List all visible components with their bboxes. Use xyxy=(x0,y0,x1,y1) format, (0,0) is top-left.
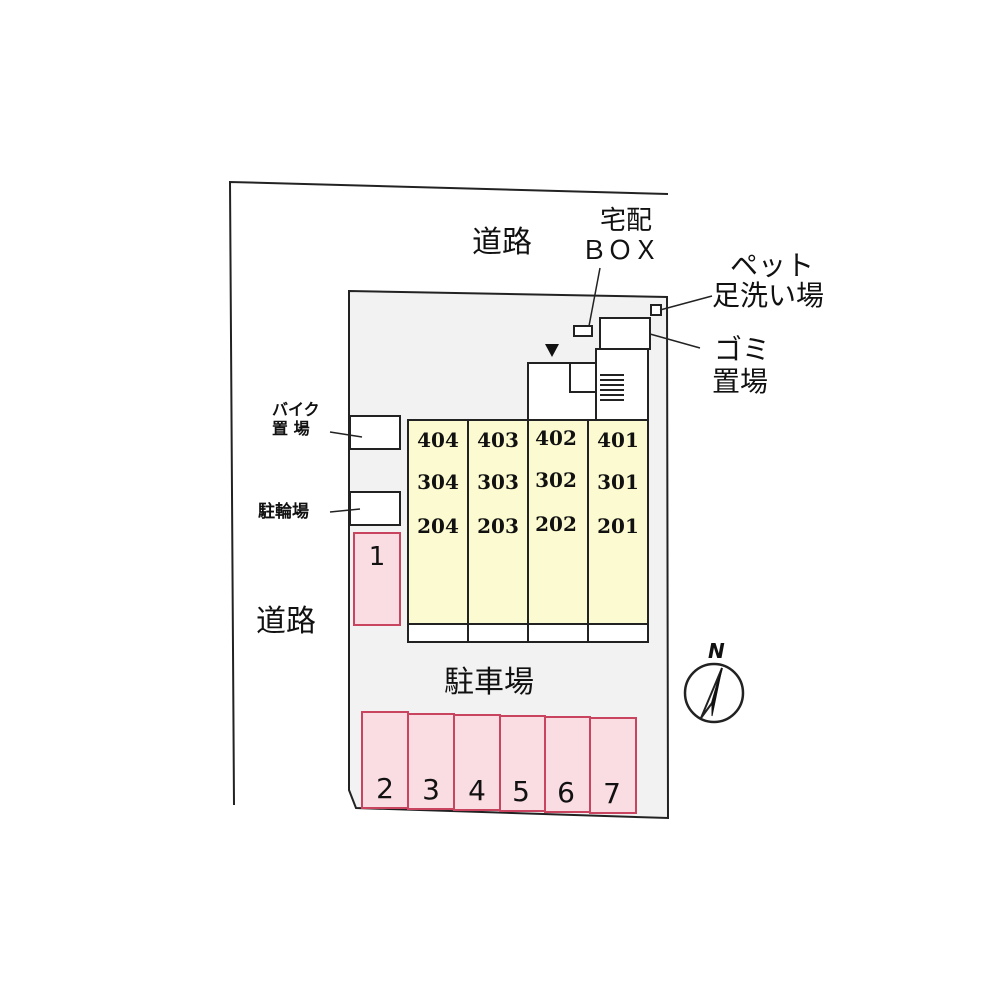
delivery-box xyxy=(573,325,593,337)
parking-number-3: 3 xyxy=(422,773,440,806)
motorbike-parking-label: バイク 置 場 xyxy=(272,402,320,437)
stair-steps xyxy=(600,374,624,401)
garbage-label-line1: ゴミ xyxy=(714,333,771,366)
compass-icon xyxy=(683,662,745,724)
motorbike-label-line2: 置 場 xyxy=(272,419,310,438)
parking-space-7 xyxy=(589,717,637,814)
bicycle-leader-line xyxy=(329,508,361,513)
parking-space-2 xyxy=(361,711,409,809)
bicycle-parking-label: 駐輪場 xyxy=(258,502,309,522)
room-203: 203 xyxy=(477,514,519,538)
road-label-top: 道路 xyxy=(472,225,532,260)
motorbike-leader-line xyxy=(329,431,363,438)
pet-wash-label: ペット 足洗い場 xyxy=(712,252,824,310)
entrance-inner xyxy=(569,362,597,393)
parking-number-1: 1 xyxy=(368,542,386,572)
north-label: N xyxy=(708,639,725,663)
motorbike-parking-box xyxy=(349,415,401,450)
room-301: 301 xyxy=(597,470,639,494)
parking-number-2: 2 xyxy=(376,772,394,805)
room-303: 303 xyxy=(477,470,519,494)
parking-space-1 xyxy=(353,532,401,626)
parking-number-7: 7 xyxy=(603,777,621,810)
room-402: 402 xyxy=(535,426,577,450)
room-201: 201 xyxy=(597,514,639,538)
garbage-label-line2: 置場 xyxy=(712,365,769,398)
room-304: 304 xyxy=(417,470,459,494)
delivery-box-label-line1: 宅配 xyxy=(599,206,652,236)
pet-wash-label-line1: ペット xyxy=(730,249,815,282)
parking-space-3 xyxy=(407,713,455,810)
parking-number-6: 6 xyxy=(557,776,575,809)
room-202: 202 xyxy=(535,512,577,536)
motorbike-label-line1: バイク xyxy=(272,400,320,419)
garbage-area xyxy=(599,317,651,350)
entrance-marker-icon xyxy=(545,344,559,357)
parking-row xyxy=(361,711,637,814)
room-204: 204 xyxy=(417,514,459,538)
room-404: 404 xyxy=(417,428,459,452)
room-403: 403 xyxy=(477,428,519,452)
delivery-box-label: 宅配 ＢＯＸ xyxy=(572,208,668,264)
garbage-leader-line xyxy=(649,333,701,349)
garbage-area-label: ゴミ 置場 xyxy=(712,336,770,396)
road-label-left: 道路 xyxy=(256,604,316,639)
pet-wash-leader-line xyxy=(659,295,713,311)
delivery-box-label-line2: ＢＯＸ xyxy=(580,236,659,266)
parking-lot-label: 駐車場 xyxy=(444,665,534,700)
road-boundary xyxy=(228,180,669,806)
parking-number-5: 5 xyxy=(512,775,530,808)
pet-wash-label-line2: 足洗い場 xyxy=(712,279,825,312)
parking-space-5 xyxy=(499,715,546,812)
parking-space-4 xyxy=(453,714,501,811)
parking-number-4: 4 xyxy=(468,774,486,807)
room-401: 401 xyxy=(597,428,639,452)
delivery-box-leader-line xyxy=(588,267,601,327)
room-302: 302 xyxy=(535,468,577,492)
pet-foot-wash xyxy=(650,304,662,316)
parking-space-6 xyxy=(544,716,591,813)
